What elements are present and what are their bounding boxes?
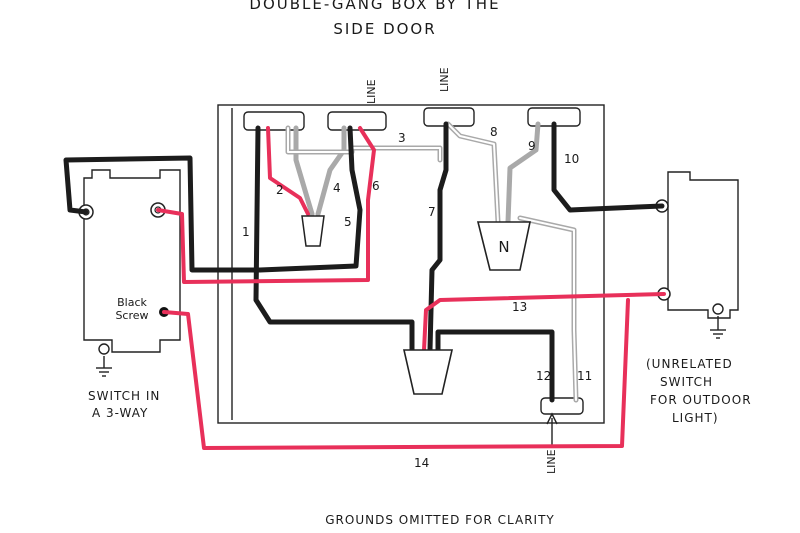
wire-8-white-core [447, 123, 499, 223]
wire-14-red [162, 298, 630, 450]
left-switch-caption-1: SWITCH IN [88, 389, 160, 403]
black-wires [63, 121, 665, 403]
black-screw-label-2: Screw [115, 309, 148, 322]
wire-number-8: 8 [490, 125, 498, 139]
wire-nut-hot [402, 349, 454, 395]
gang-box-outline [217, 104, 605, 424]
wire-10-black [551, 121, 665, 213]
wire-nut-small [301, 215, 325, 247]
wire-2-red [266, 126, 310, 216]
wire-number-1: 1 [242, 225, 250, 239]
wire-number-7: 7 [428, 205, 436, 219]
wire-left-red-top [156, 126, 376, 284]
wire-number-5: 5 [344, 215, 352, 229]
right-switch-caption-3: FOR OUTDOOR [650, 393, 752, 407]
wire-number-10: 10 [564, 152, 579, 166]
left-switch-body [83, 169, 181, 353]
left-switch-caption-2: A 3-WAY [92, 406, 148, 420]
wire-number-4: 4 [333, 181, 341, 195]
neutral-nut-label: N [498, 238, 509, 256]
wire-number-11: 11 [577, 369, 592, 383]
footer-note: GROUNDS OMITTED FOR CLARITY [325, 513, 555, 527]
wire-7-black [427, 121, 449, 353]
red-wires [156, 126, 666, 450]
wire-4-white [315, 125, 347, 217]
right-switch-body [667, 171, 739, 319]
wire-left-black-top [63, 155, 263, 273]
right-switch-mount-hole [712, 303, 724, 315]
wire-13-red [422, 292, 666, 352]
title-line-1: DOUBLE-GANG BOX BY THE [249, 0, 500, 13]
wire-number-14: 14 [414, 456, 429, 470]
wire-number-13: 13 [512, 300, 527, 314]
right-switch-caption-1: (UNRELATED [646, 357, 733, 371]
left-switch-mount-hole [98, 343, 110, 355]
wire-nut-neutral [476, 221, 531, 271]
line-label-1: LINE [365, 79, 378, 104]
wire-1-black [253, 125, 415, 353]
wire-12-black [435, 329, 555, 403]
wire-number-9: 9 [528, 139, 536, 153]
wire-2a-white [293, 125, 315, 217]
white-wires [285, 121, 579, 403]
line-label-2: LINE [438, 67, 451, 92]
cable-clamp-bottom [540, 397, 584, 415]
wire-number-3: 3 [398, 131, 406, 145]
right-switch-caption-2: SWITCH [660, 375, 713, 389]
black-screw-label-1: Black [117, 296, 147, 309]
wire-5-black [257, 125, 363, 273]
line-arrow-head [546, 412, 558, 425]
wire-number-2: 2 [276, 183, 284, 197]
cable-clamp-1 [243, 111, 305, 131]
left-ground-icon [96, 356, 112, 377]
wire-11-white-core [519, 217, 577, 401]
wire-number-6: 6 [372, 179, 380, 193]
right-switch-caption-4: LIGHT) [672, 411, 719, 425]
wire-9-white [505, 121, 541, 225]
right-ground-icon [710, 316, 726, 339]
cable-clamp-2 [327, 111, 387, 131]
line-label-3: LINE [545, 449, 558, 474]
title-line-2: SIDE DOOR [333, 20, 436, 38]
wire-number-12: 12 [536, 369, 551, 383]
